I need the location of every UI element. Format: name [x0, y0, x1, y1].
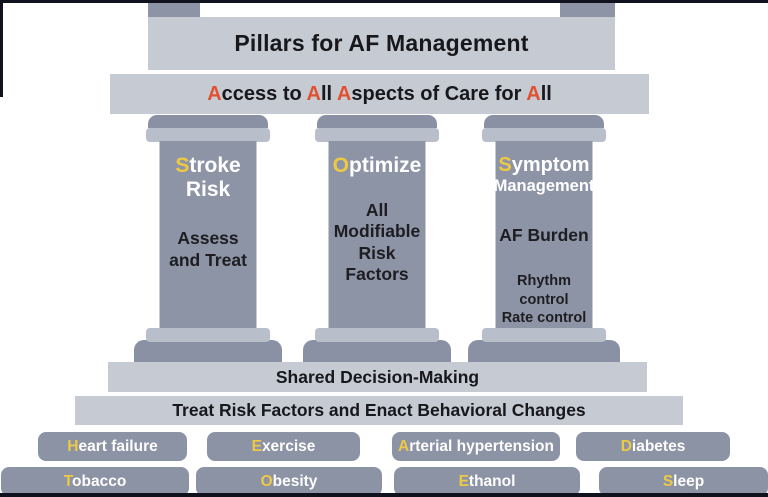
pillar-base-cap	[482, 328, 606, 342]
factor-box-sleep: Sleep	[599, 467, 768, 496]
factor-label: Tobacco	[63, 472, 127, 490]
pillar-stroke-risk: Stroke Risk Assess and Treat	[134, 115, 282, 366]
factor-box-ethanol: Ethanol	[394, 467, 580, 496]
pillar-base-cap	[146, 328, 270, 342]
pillar-pedestal	[468, 340, 620, 366]
pillar-heading: Optimize	[332, 154, 422, 177]
pillar-heading: Symptom	[498, 154, 590, 176]
shared-decision-making-bar: Shared Decision-Making	[108, 362, 647, 392]
shared-decision-making-label: Shared Decision-Making	[275, 366, 480, 387]
factor-box-obesity: Obesity	[196, 467, 382, 496]
pillar-body-secondary: Rhythm control Rate control	[501, 273, 587, 326]
diagram-title: Pillars for AF Management	[234, 30, 529, 56]
pillar-heading: Stroke Risk	[175, 154, 241, 202]
pillar-shaft: Symptom Management AF Burden Rhythm cont…	[493, 141, 595, 328]
pillar-optimize: Optimize All Modifiable Risk Factors	[303, 115, 451, 366]
pillar-heading-line2: Management	[493, 177, 595, 195]
factor-label: Obesity	[260, 472, 318, 490]
access-text: Access to All Aspects of Care for All	[207, 82, 552, 105]
frame-border-top	[0, 0, 768, 3]
factor-box-tobacco: Tobacco	[1, 467, 189, 496]
roof-beam-left	[148, 3, 200, 18]
pillar-capital-top	[317, 115, 437, 128]
factor-label: Heart failure	[67, 437, 158, 455]
factor-label: Sleep	[662, 472, 705, 490]
pillar-pedestal	[134, 340, 282, 366]
title-banner: Pillars for AF Management	[148, 17, 615, 70]
factor-box-arterial-hypertension: Arterial hypertension	[392, 432, 560, 461]
pillar-shaft: Stroke Risk Assess and Treat	[159, 141, 257, 328]
pillar-capital	[482, 128, 606, 142]
pillar-base-cap	[315, 328, 439, 342]
factor-box-heart-failure: Heart failure	[38, 432, 187, 461]
factor-label: Ethanol	[458, 472, 516, 490]
pillar-symptom-management: Symptom Management AF Burden Rhythm cont…	[468, 115, 620, 366]
frame-border-bottom	[0, 493, 768, 497]
pillar-body: Assess and Treat	[169, 228, 247, 270]
pillar-pedestal	[303, 340, 451, 366]
frame-border-left	[0, 0, 3, 97]
roof-beam-right	[560, 3, 615, 18]
pillar-capital-top	[148, 115, 268, 128]
pillar-body: All Modifiable Risk Factors	[333, 200, 421, 285]
factor-box-exercise: Exercise	[207, 432, 360, 461]
pillar-body: AF Burden	[499, 225, 589, 246]
pillar-capital	[146, 128, 270, 142]
factor-label: Exercise	[251, 437, 316, 455]
treat-risk-factors-label: Treat Risk Factors and Enact Behavioral …	[172, 400, 586, 420]
factor-box-diabetes: Diabetes	[576, 432, 730, 461]
pillar-capital	[315, 128, 439, 142]
pillar-shaft: Optimize All Modifiable Risk Factors	[328, 141, 426, 328]
access-banner: Access to All Aspects of Care for All	[110, 74, 649, 114]
factor-label: Arterial hypertension	[398, 437, 554, 455]
pillar-capital-top	[484, 115, 604, 128]
treat-risk-factors-bar: Treat Risk Factors and Enact Behavioral …	[75, 396, 683, 425]
factor-label: Diabetes	[620, 437, 686, 455]
